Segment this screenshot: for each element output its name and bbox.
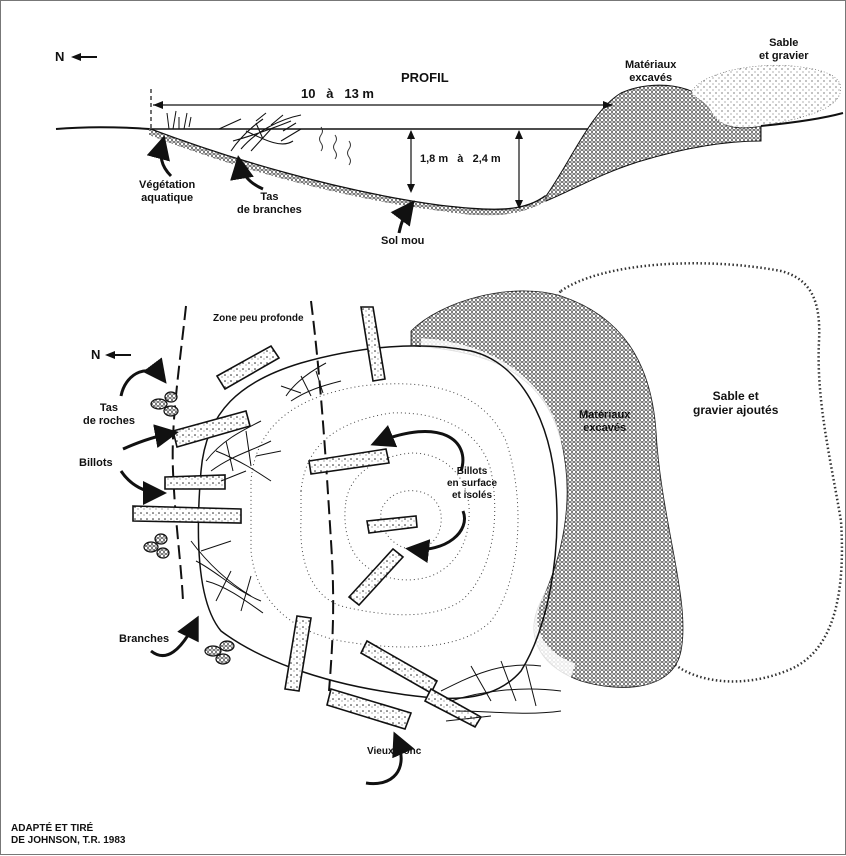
- surface-logs-pointer-arrow-2: [411, 511, 464, 549]
- log-icon: [367, 516, 417, 533]
- branch-piles-label: Tas de branches: [237, 191, 302, 217]
- excavated-profile-label: Matériaux excavés: [625, 59, 676, 85]
- log-icon: [133, 506, 241, 523]
- north-arrow-plan-icon: [105, 351, 131, 359]
- log-icon: [309, 449, 389, 474]
- rock-piles-label: Tas de roches: [83, 402, 135, 428]
- water-weeds-profile-icon: [320, 127, 351, 165]
- rock-pile-pointer-arrow: [121, 371, 163, 396]
- depth-contours: [251, 384, 518, 647]
- rock-pile-icon: [151, 392, 178, 416]
- soft-soil-pointer-arrow: [399, 205, 411, 233]
- depth-measure-label: 1,8 m à 2,4 m: [420, 153, 501, 166]
- rock-pile-icon: [144, 534, 169, 558]
- sand-gravel-profile-label: Sable et gravier: [759, 37, 809, 63]
- sand-gravel-added-label: Sable et gravier ajoutés: [693, 389, 778, 417]
- log-icon: [285, 616, 311, 691]
- logs-pointer-arrow-2: [121, 471, 161, 493]
- profile-title: PROFIL: [401, 71, 449, 84]
- log-icon: [173, 411, 250, 447]
- vegetation-pointer-arrow: [161, 141, 171, 176]
- plan-pointer-arrows: [121, 371, 464, 784]
- branches-plan-label: Branches: [119, 633, 169, 646]
- log-icon: [217, 346, 279, 389]
- log-icon: [361, 641, 437, 693]
- north-label-plan: N: [91, 348, 100, 361]
- source-credit: ADAPTÉ ET TIRÉ DE JOHNSON, T.R. 1983: [11, 823, 125, 847]
- soft-soil-band: [149, 129, 546, 215]
- aquatic-vegetation-label: Végétation aquatique: [139, 179, 195, 205]
- depth-dimension: [407, 130, 523, 209]
- pond-bottom-line: [149, 129, 546, 210]
- ground-line-left: [56, 127, 149, 129]
- surface-logs-label: Billots en surface et isolés: [447, 466, 497, 502]
- branch-pile-profile-icon: [219, 113, 301, 151]
- branch-clump-icon: [281, 363, 341, 401]
- logs-label: Billots: [79, 457, 113, 470]
- log-icon: [361, 307, 385, 381]
- shallow-zone-label: Zone peu profonde: [213, 312, 304, 325]
- width-measure-label: 10 à 13 m: [301, 87, 374, 100]
- aquatic-vegetation-profile-icon: [167, 111, 191, 129]
- profile-section: [56, 53, 843, 233]
- log-icon: [327, 689, 411, 729]
- north-label-profile: N: [55, 50, 64, 63]
- plan-section: [105, 263, 842, 783]
- old-trunk-label: Vieux tronc: [367, 745, 421, 758]
- logs-pointer-arrow-1: [123, 433, 173, 449]
- width-dimension: [153, 101, 613, 109]
- soft-soil-label: Sol mou: [381, 235, 424, 248]
- rock-pile-icon: [205, 641, 234, 664]
- logs-group: [133, 307, 481, 729]
- north-arrow-profile-icon: [71, 53, 97, 61]
- log-icon: [165, 475, 225, 489]
- excavated-plan-label: Matériaux excavés: [579, 409, 630, 435]
- old-trunk-pointer-arrow: [366, 737, 401, 784]
- shallow-zone-boundary-left: [173, 306, 186, 601]
